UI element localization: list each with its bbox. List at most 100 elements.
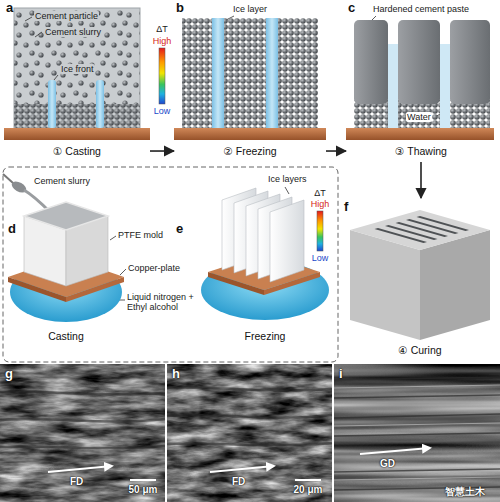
leader-line	[35, 32, 42, 37]
sem-image	[0, 364, 165, 502]
figure-panel: a ① Casting	[4, 0, 150, 162]
panel-letter: e	[176, 222, 183, 237]
copper-plate	[346, 128, 494, 140]
image-annotation: 50 μm	[129, 484, 158, 496]
slurry-panel	[14, 8, 140, 128]
part-label: High	[311, 199, 330, 209]
scale-bar	[295, 479, 321, 481]
sem-image	[167, 387, 332, 390]
part-label: Liquid nitrogen + Ethyl alcohol	[127, 292, 199, 313]
sem-image	[0, 391, 165, 394]
process-arrow	[326, 150, 346, 152]
panel-letter: c	[348, 1, 355, 16]
slurry-panel	[14, 8, 140, 128]
slurry-panel	[96, 80, 104, 128]
sem-image	[334, 377, 500, 380]
part-label: ΔT	[314, 188, 326, 198]
figure-panel: eFreezing	[172, 172, 334, 356]
part-label: Cement particle	[34, 11, 99, 21]
sem-image	[334, 364, 500, 502]
freezing-panel	[182, 18, 212, 128]
direction-arrow	[210, 466, 274, 472]
part-label: Ice front	[60, 64, 95, 74]
figure-panel: f ④ Curing	[340, 198, 496, 360]
direction-arrow	[360, 448, 430, 454]
figure-panel: g	[0, 364, 165, 502]
image-annotation: 智慧土木	[445, 486, 485, 498]
casting-setup	[24, 202, 108, 230]
panel-letter: f	[344, 200, 348, 215]
panel-letter: i	[339, 367, 343, 382]
scale-bar	[130, 479, 321, 481]
sem-image	[334, 377, 500, 490]
copper-plate	[174, 128, 326, 140]
thawing-panel	[388, 44, 398, 128]
sem-image	[0, 364, 500, 502]
thawing-panel	[440, 44, 450, 128]
direction-arrow	[48, 448, 430, 472]
sem-image	[0, 419, 165, 422]
process-arrow	[150, 150, 174, 152]
leader-line	[110, 236, 116, 240]
cured-sample	[350, 210, 490, 340]
part-label: Ice layer	[233, 4, 267, 14]
freezing-panel	[278, 18, 318, 128]
sem-image	[167, 443, 332, 445]
part-label: Low	[154, 106, 171, 116]
freezing-panel	[224, 18, 266, 128]
image-annotation: FD	[232, 476, 245, 488]
thawing-panel	[354, 20, 490, 128]
freezing-setup	[270, 200, 304, 282]
slurry-panel	[14, 104, 140, 128]
figure-panel: c ③ Thawing	[346, 0, 496, 162]
sem-image	[334, 385, 500, 388]
direction-arrow	[48, 466, 112, 472]
figure-panel: i	[334, 364, 500, 502]
scale-bar	[130, 479, 156, 481]
thawing-panel	[450, 20, 490, 104]
sem-image	[0, 387, 332, 448]
thawing-panel	[450, 100, 490, 128]
part-label: Copper-plate	[128, 263, 180, 273]
figure-panel: h	[167, 364, 332, 502]
stage-label: Casting	[48, 330, 84, 342]
stage-label: ① Casting	[53, 145, 101, 157]
panel-letter: b	[176, 1, 184, 16]
stage-label: ② Freezing	[223, 145, 276, 157]
leader-line	[120, 269, 126, 275]
copper-plate	[4, 128, 150, 140]
dashed-frame	[3, 167, 338, 362]
stage-label: ③ Thawing	[395, 145, 447, 157]
slurry-panel	[14, 8, 140, 128]
leader-line	[54, 75, 58, 80]
sem-image	[334, 395, 500, 398]
sem-image	[334, 477, 500, 480]
slurry-panel	[48, 80, 56, 128]
panel-letter: a	[6, 1, 13, 16]
sem-image	[334, 423, 500, 426]
process-arrow	[420, 162, 422, 198]
stage-label: ④ Curing	[398, 344, 441, 356]
temperature-scale	[317, 211, 323, 251]
part-label: Hardened cement paste	[373, 4, 469, 14]
casting-setup	[3, 174, 13, 183]
image-annotation: FD	[70, 476, 83, 488]
slurry-panel	[14, 104, 140, 128]
figure-panel: b ② Freezing	[174, 0, 326, 162]
thawing-panel	[398, 20, 440, 104]
part-label: ΔT	[156, 24, 168, 34]
temperature-scale	[159, 48, 165, 104]
freezing-panel	[212, 18, 224, 128]
part-label: Cement slurry	[44, 27, 102, 37]
sem-image	[334, 469, 500, 472]
sem-image	[167, 415, 332, 418]
part-label: Water	[406, 112, 432, 122]
casting-setup	[3, 174, 124, 322]
sem-image	[167, 364, 332, 502]
sem-image	[334, 414, 500, 418]
freezing-panel	[182, 18, 318, 128]
sem-image	[334, 433, 500, 436]
copper-plate	[4, 128, 494, 140]
image-annotation: 20 μm	[294, 484, 323, 496]
